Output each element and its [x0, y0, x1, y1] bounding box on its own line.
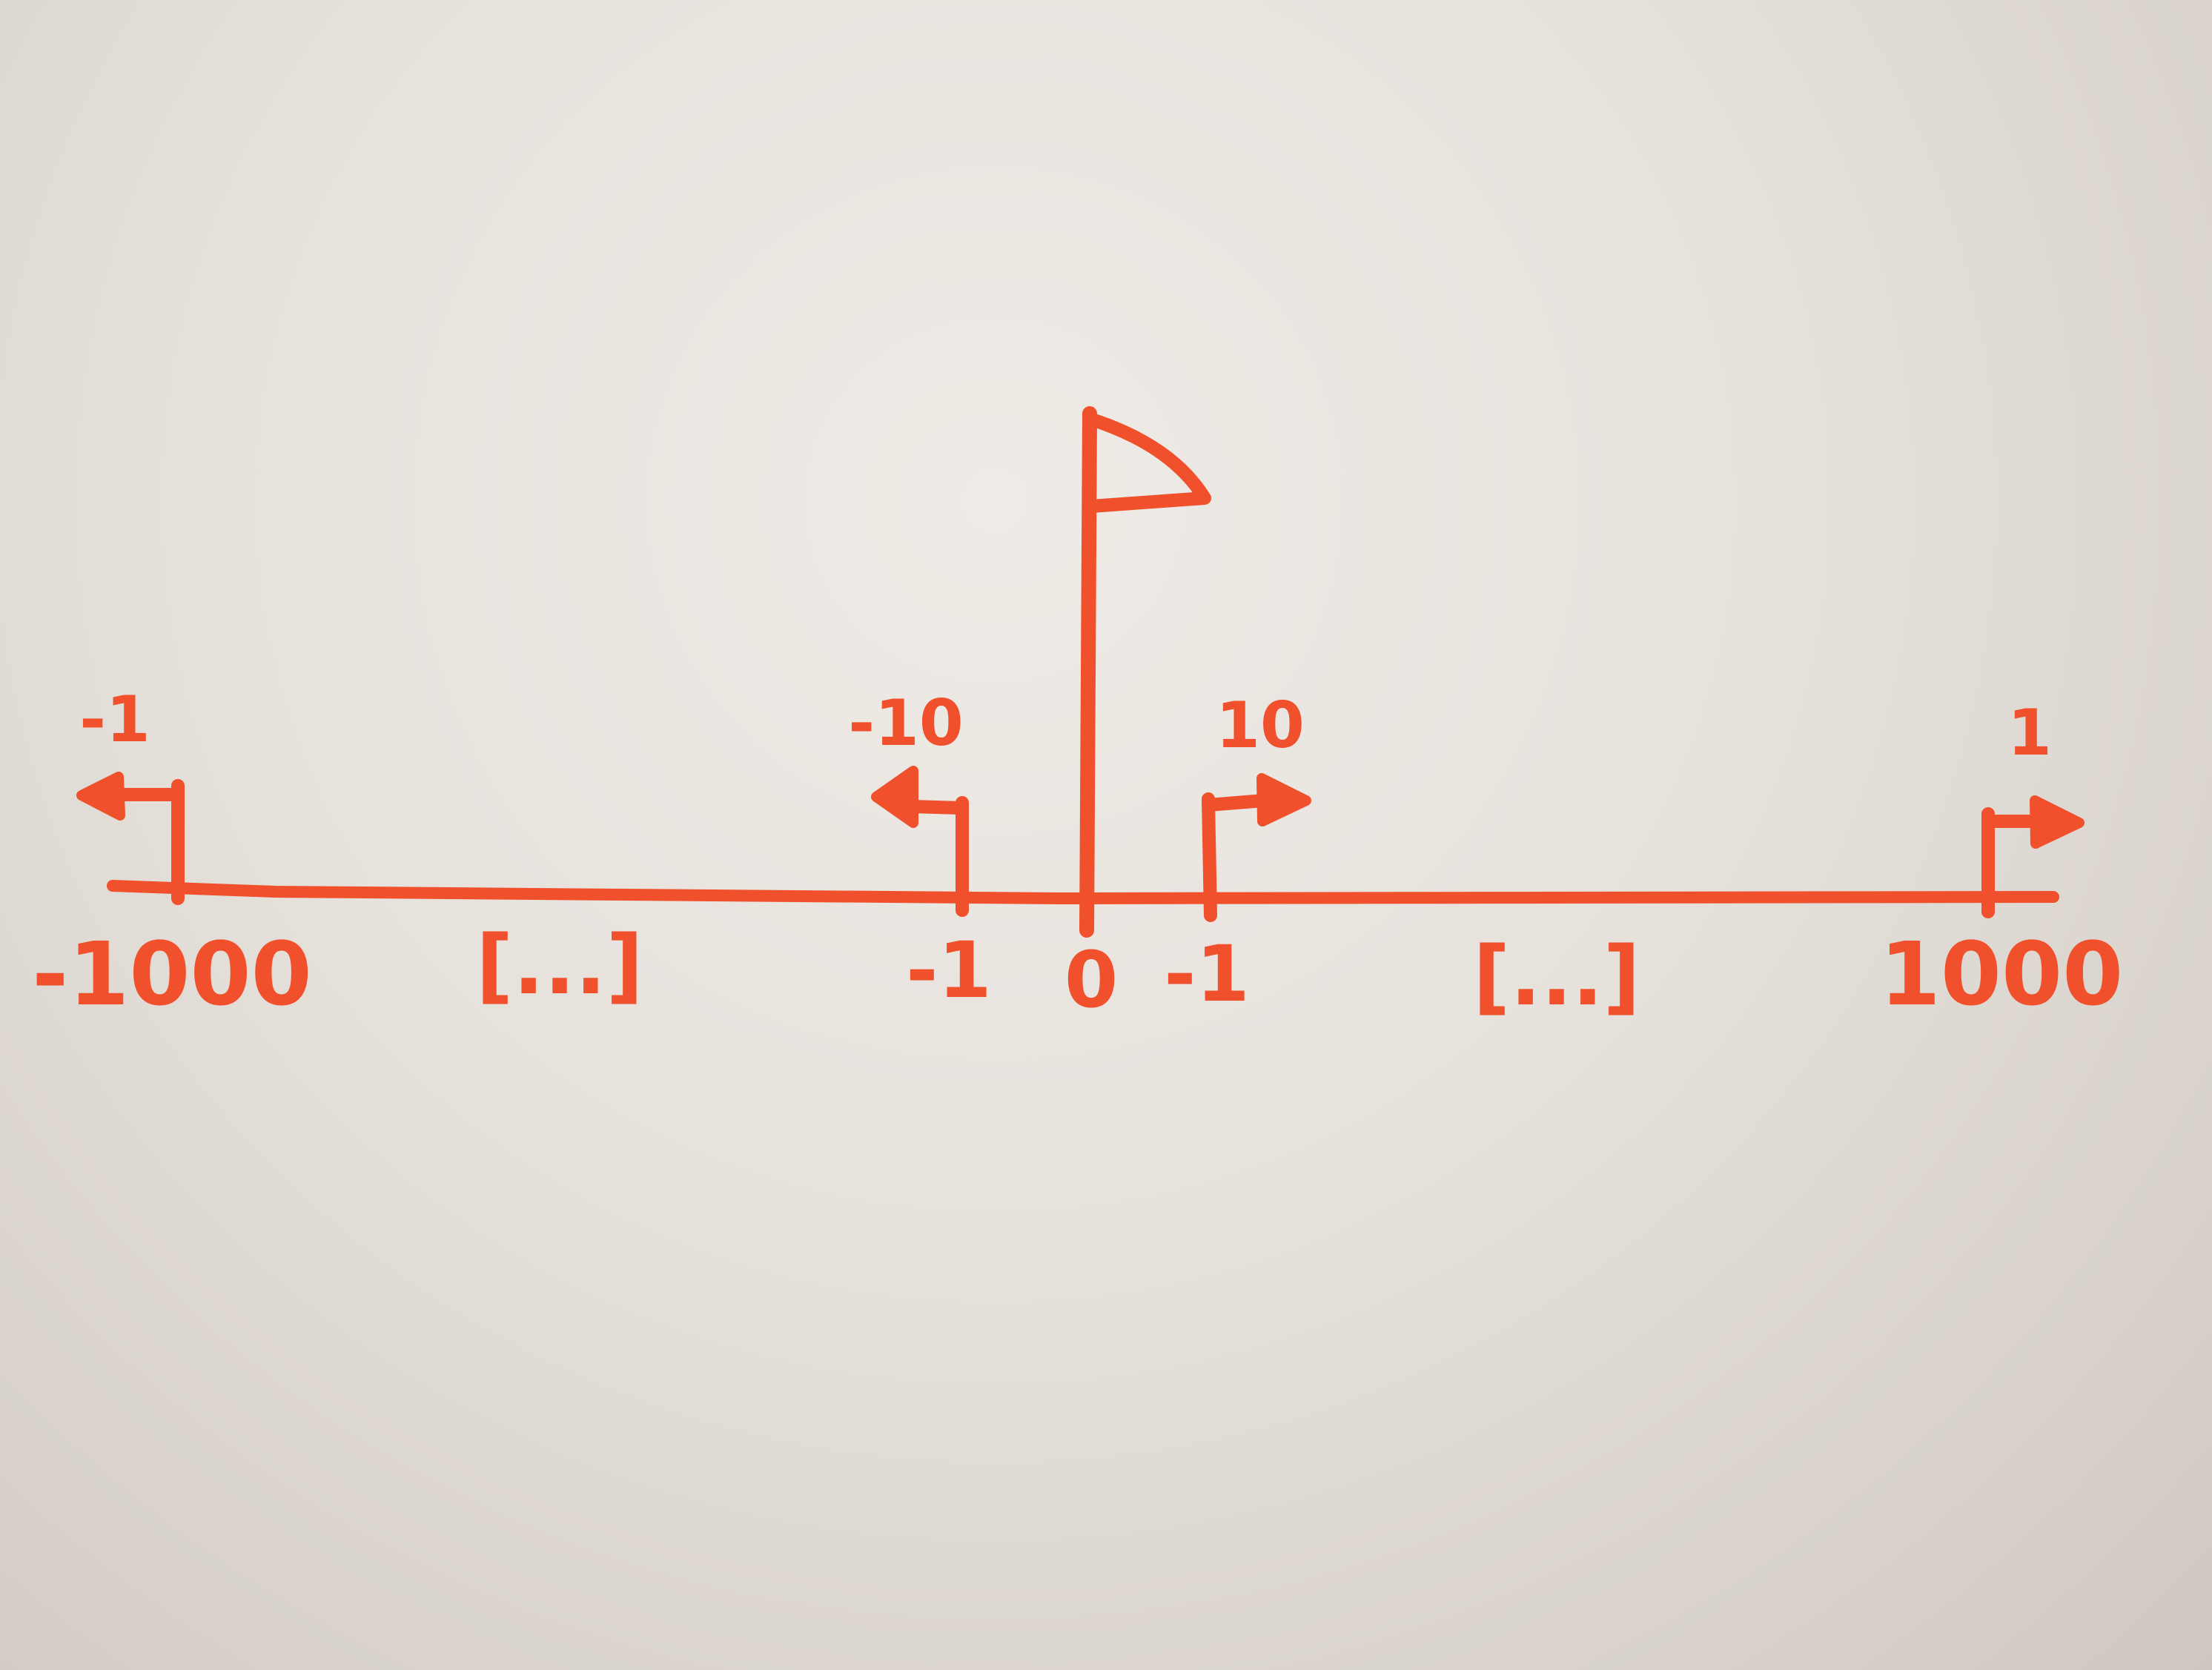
- arrow-label-far-left: -1: [79, 683, 150, 757]
- tick-label-left-end: -1000: [32, 923, 311, 1025]
- tick-right-inner: [1202, 792, 1217, 922]
- flag-icon: [1079, 406, 1211, 938]
- tick-label-right-end: 1000: [1880, 923, 2123, 1025]
- arrow-left-icon: [76, 772, 125, 821]
- tick-label-left-inner: -1: [906, 925, 992, 1015]
- tick-label-center: 0: [1064, 935, 1118, 1025]
- flag-banner: [1083, 412, 1211, 513]
- arrow-far-left: [76, 772, 185, 821]
- ellipsis-left: [...]: [476, 918, 643, 1013]
- arrow-left-icon: [871, 766, 918, 828]
- arrow-label-near-left: -10: [848, 686, 963, 761]
- flag-pole: [1079, 406, 1097, 938]
- arrow-near-right: [1202, 773, 1311, 826]
- arrow-label-far-right: 1: [2007, 696, 2052, 770]
- arrow-right-icon: [2030, 795, 2084, 849]
- number-line-axis: [107, 880, 2059, 904]
- arrow-right-icon: [1256, 773, 1311, 826]
- arrow-label-near-right: 10: [1216, 689, 1305, 763]
- arrow-near-left: [871, 766, 969, 828]
- ellipsis-right: [...]: [1473, 929, 1640, 1024]
- arrow-far-right: [1981, 795, 2084, 849]
- tick-label-right-inner: -1: [1164, 929, 1250, 1019]
